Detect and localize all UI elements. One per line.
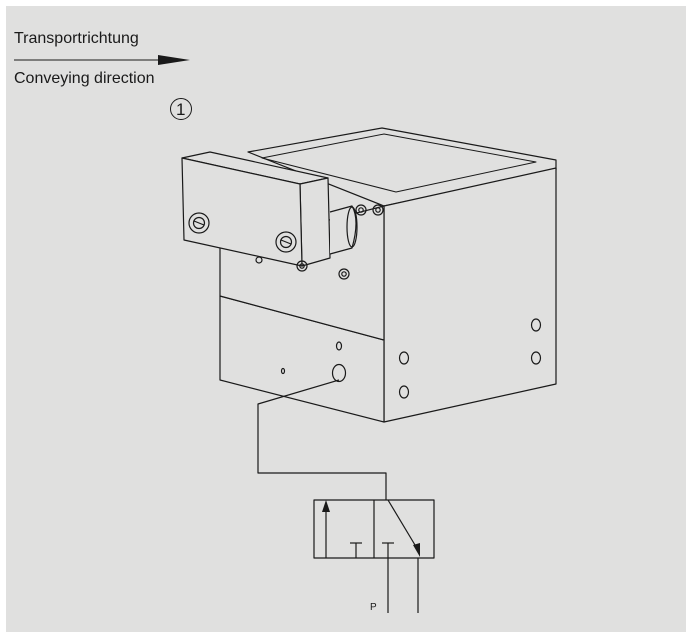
conveying-direction-label-en: Conveying direction (14, 70, 155, 87)
pneumatic-line (257, 379, 387, 500)
item-number-label: 1 (176, 100, 186, 119)
port-p-label: P (370, 602, 377, 613)
screw-heads (188, 212, 297, 253)
conveying-direction-arrow (14, 55, 190, 65)
conveying-direction-label-de: Transportrichtung (14, 30, 139, 47)
mounting-holes (255, 204, 542, 399)
item-number-circle (170, 98, 192, 120)
valve-symbol (313, 499, 435, 613)
clamp-bar (181, 151, 358, 267)
